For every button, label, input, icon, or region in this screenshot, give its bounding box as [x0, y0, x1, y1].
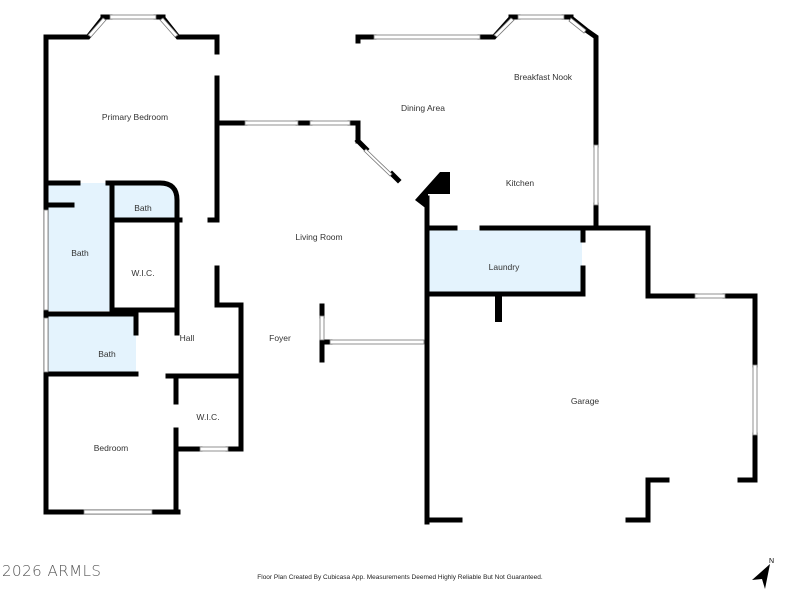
center-walls	[214, 120, 402, 365]
disclaimer-text: Floor Plan Created By Cubicasa App. Meas…	[257, 574, 543, 581]
garage-windows	[694, 293, 758, 436]
compass-label: N	[769, 558, 774, 565]
label-living-room: Living Room	[295, 232, 342, 242]
label-bedroom-wic: W.I.C.	[196, 412, 219, 422]
primary-bath-fill	[48, 183, 110, 311]
primary-bath-small-fill	[112, 183, 175, 219]
label-primary-bath-small: Bath	[134, 203, 152, 213]
label-foyer: Foyer	[269, 333, 291, 343]
left-wing-windows	[43, 14, 229, 515]
laundry-fill	[429, 230, 582, 294]
label-primary-wic: W.I.C.	[131, 268, 154, 278]
label-hall-bath: Bath	[98, 349, 116, 359]
label-dining-area: Dining Area	[401, 103, 445, 113]
garage-walls	[424, 225, 758, 523]
label-hall: Hall	[180, 333, 195, 343]
watermark: 2026 ARMLS	[2, 562, 102, 580]
kitchen-windows	[373, 14, 599, 206]
label-bedroom: Bedroom	[94, 443, 129, 453]
hall-bath-fill	[48, 316, 136, 374]
label-garage: Garage	[571, 396, 600, 406]
label-primary-bedroom: Primary Bedroom	[102, 112, 168, 122]
room-labels: Primary Bedroom Bath Bath W.I.C. Hall Ba…	[71, 72, 599, 453]
label-laundry: Laundry	[489, 262, 520, 272]
label-kitchen: Kitchen	[506, 178, 535, 188]
north-arrow-icon: N	[752, 558, 774, 589]
label-primary-bath: Bath	[71, 248, 89, 258]
label-breakfast-nook: Breakfast Nook	[514, 72, 573, 82]
center-windows	[244, 120, 425, 345]
